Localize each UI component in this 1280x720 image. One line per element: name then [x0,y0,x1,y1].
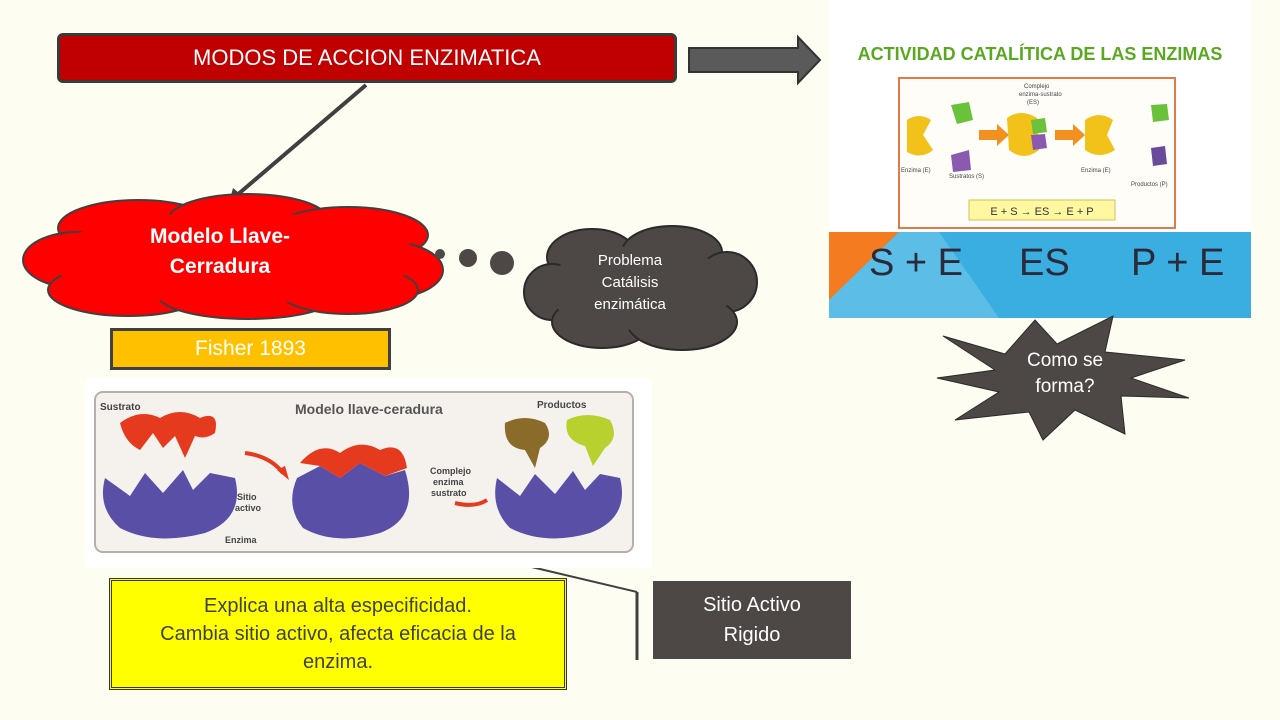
banner-pe: P + E [1131,242,1224,284]
starburst-label: Como se forma? [990,348,1140,400]
small-cloud [523,225,758,351]
label-productos: Productos [537,400,587,411]
substrate-shape-2 [300,444,407,478]
cat-label-productos: Productos (P) [1131,182,1168,188]
right-block-arrow [688,34,822,86]
cat-enzyme-2 [1007,113,1039,156]
cat-arrow-1 [979,124,1009,146]
cat-complex-purple [1031,134,1047,150]
main-cloud [22,193,444,320]
cat-label-complejo-1: Complejo [1024,84,1050,90]
cat-product-green [1151,104,1169,122]
product-shape-1 [504,418,549,468]
fisher-box: Fisher 1893 [110,328,391,370]
sitio-line-2: Rigido [723,624,781,646]
star-line-2: forma? [1035,376,1095,397]
small-cloud-line-2: Catálisis [601,274,659,291]
label-complejo-3: sustrato [431,488,467,498]
banner-se: S + E [869,242,963,284]
enzyme-shape-1 [102,470,237,539]
cat-substrate-green-1 [951,102,973,124]
main-cloud-line-1: Modelo Llave- [149,225,291,248]
cat-complex-green [1031,118,1047,134]
explain-line-3: enzima. [302,651,374,673]
cat-label-complejo-2: enzima-sustrato [1019,92,1062,98]
fisher-text: Fisher 1893 [195,337,306,360]
banner-es: ES [1019,242,1070,284]
label-enzima: Enzima [225,535,258,545]
lock-key-figure: Modelo llave-ceradura Sustrato Sitio act… [85,378,652,568]
figure-arrow-2 [454,498,489,507]
figure-arrow-1-head [277,466,289,480]
cat-arrow-2 [1055,124,1085,146]
enzyme-shape-2 [292,463,410,539]
small-cloud-line-1: Problema [597,252,663,269]
sitio-activo-box: Sitio Activo Rigido [653,581,851,659]
small-cloud-label: Problema Catálisis enzimática [560,250,700,316]
title-box: MODOS DE ACCION ENZIMATICA [57,33,677,83]
catalytic-panel: ACTIVIDAD CATALÍTICA DE LAS ENZIMAS Comp… [829,0,1251,318]
product-shape-2 [566,415,614,466]
cat-label-enzima-1: Enzima (E) [901,168,931,174]
thought-dots [435,249,514,275]
label-complejo-2: enzima [433,477,465,487]
cat-label-enzima-2: Enzima (E) [1081,168,1111,174]
label-complejo-1: Complejo [430,466,472,476]
cat-enzyme-3 [1085,115,1115,155]
explain-line-2: Cambia sitio activo, afecta eficacia de … [160,623,516,645]
catalytic-title: ACTIVIDAD CATALÍTICA DE LAS ENZIMAS [858,43,1223,64]
explanation-box: Explica una alta especificidad. Cambia s… [109,578,567,690]
cat-substrate-purple-1 [951,150,971,172]
label-sustrato: Sustrato [100,402,141,413]
substrate-shape-1 [120,412,216,458]
star-line-1: Como se [1026,350,1104,371]
cat-label-sustratos: Sustratos (S) [949,174,984,180]
sitio-line-1: Sitio Activo [703,594,801,616]
main-cloud-line-2: Cerradura [169,255,271,278]
starburst-shape [936,315,1190,441]
title-text: MODOS DE ACCION ENZIMATICA [193,45,541,70]
explain-line-1: Explica una alta especificidad. [204,595,472,617]
main-cloud-label: Modelo Llave- Cerradura [110,222,330,282]
cat-enzyme-1 [907,116,933,156]
cat-equation: E + S → ES → E + P [990,206,1093,218]
small-cloud-line-3: enzimática [594,296,666,313]
cat-label-complejo-3: (ES) [1027,100,1039,106]
label-sitio-1: Sitio [237,492,257,502]
cat-product-purple [1151,146,1167,166]
enzyme-shape-3 [495,471,622,539]
title-to-cloud-arrow [234,83,368,198]
banner-light-wedge [829,232,999,318]
label-sitio-2: activo [235,503,262,513]
figure-title: Modelo llave-ceradura [295,401,443,417]
